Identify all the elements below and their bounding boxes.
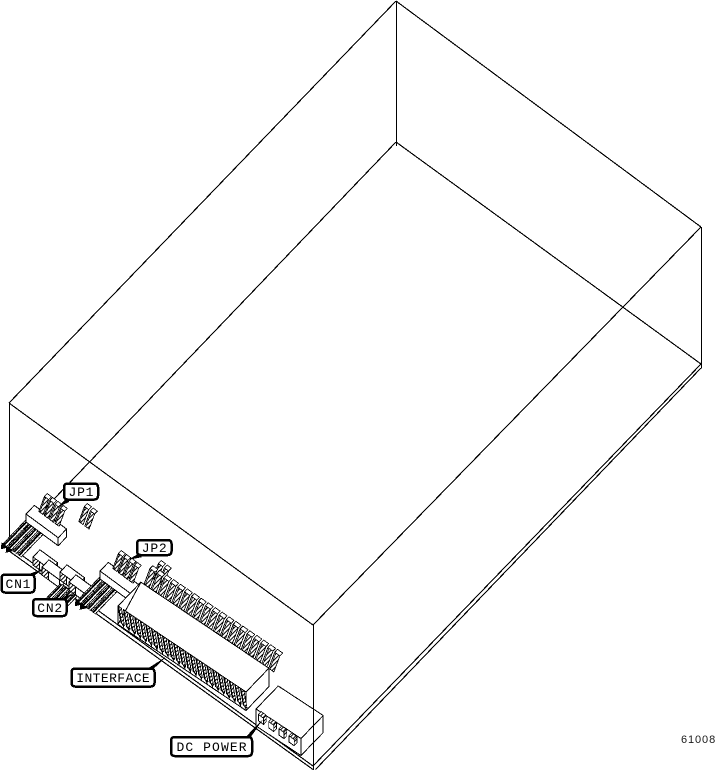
svg-text:INTERFACE: INTERFACE — [76, 671, 150, 686]
svg-text:61008: 61008 — [681, 734, 716, 746]
svg-text:DC POWER: DC POWER — [176, 740, 247, 755]
svg-text:CN2: CN2 — [37, 601, 63, 616]
svg-text:JP2: JP2 — [142, 541, 168, 556]
svg-text:CN1: CN1 — [5, 577, 31, 592]
svg-text:JP1: JP1 — [68, 485, 94, 500]
